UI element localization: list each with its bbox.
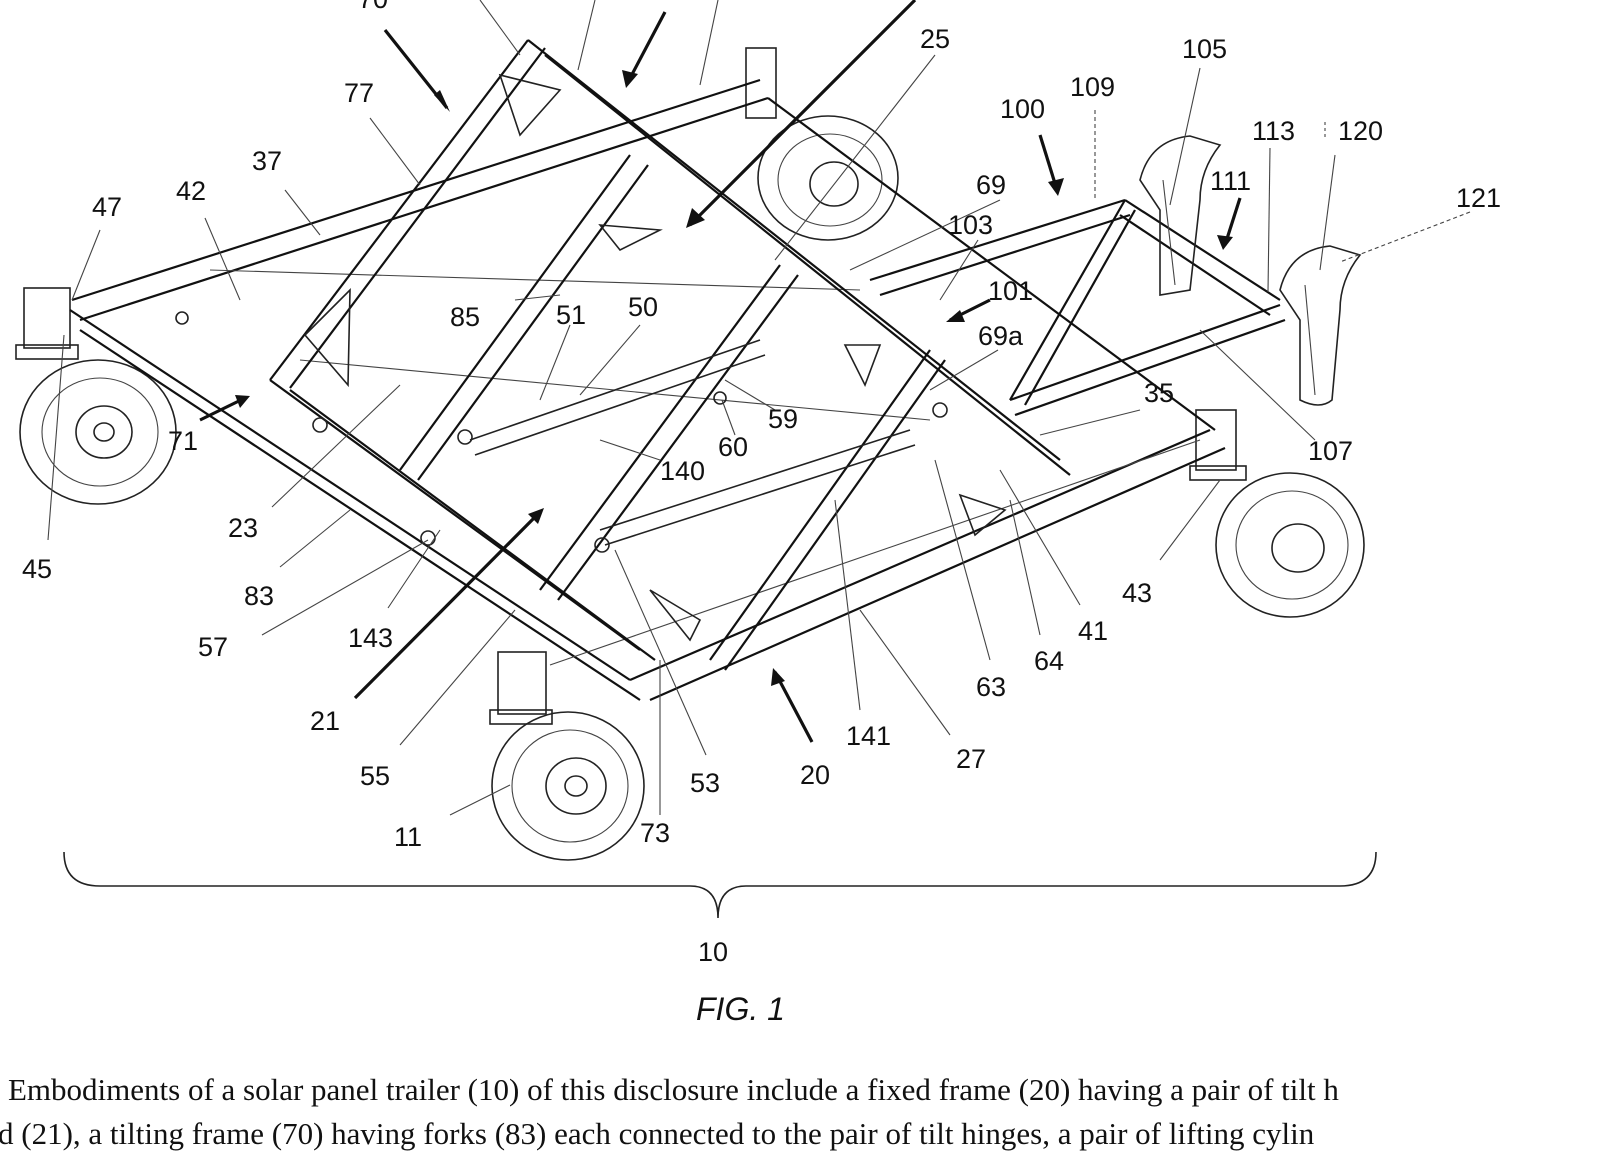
ref-101: 101	[988, 276, 1033, 306]
ref-41: 41	[1078, 616, 1108, 646]
ref-109: 109	[1070, 72, 1115, 102]
wheel-front-left	[492, 712, 644, 860]
description-line-2: d (21), a tilting frame (70) having fork…	[0, 1112, 1612, 1154]
description-line-1: Embodiments of a solar panel trailer (10…	[0, 1068, 1612, 1112]
ref-55: 55	[360, 761, 390, 791]
ref-42: 42	[176, 176, 206, 206]
ref-77: 77	[344, 78, 374, 108]
ref-140: 140	[660, 456, 705, 486]
ref-35: 35	[1144, 378, 1174, 408]
wheel-front-right	[1216, 473, 1364, 617]
ref-69: 69	[976, 170, 1006, 200]
ref-45: 45	[22, 554, 52, 584]
ref-85: 85	[450, 302, 480, 332]
ref-64: 64	[1034, 646, 1064, 676]
ref-111: 111	[1210, 166, 1251, 196]
ref-63: 63	[976, 672, 1006, 702]
ref-100: 100	[1000, 94, 1045, 124]
ref-51: 51	[556, 300, 586, 330]
ref-50: 50	[628, 292, 658, 322]
ref-143: 143	[348, 623, 393, 653]
ref-23: 23	[228, 513, 258, 543]
ref-107: 107	[1308, 436, 1353, 466]
ref-60: 60	[718, 432, 748, 462]
description-paragraph: Embodiments of a solar panel trailer (10…	[0, 1068, 1612, 1154]
ref-69a: 69a	[978, 321, 1024, 351]
ref-27: 27	[956, 744, 986, 774]
ref-103: 103	[948, 210, 993, 240]
ref-57: 57	[198, 632, 228, 662]
ref-37: 37	[252, 146, 282, 176]
ref-73: 73	[640, 818, 670, 848]
ref-59: 59	[768, 404, 798, 434]
reference-numerals: 70 77 37 42 47 45 71 23 83 57 143 21 55 …	[22, 0, 1501, 967]
ref-121: 121	[1456, 183, 1501, 213]
ref-113: 113	[1252, 116, 1295, 146]
lifting-cylinders	[176, 312, 947, 552]
caster-posts	[16, 48, 1246, 724]
ref-83: 83	[244, 581, 274, 611]
figure-caption: FIG. 1	[696, 991, 785, 1027]
ref-20: 20	[800, 760, 830, 790]
assembly-label-10: 10	[698, 937, 728, 967]
ref-105: 105	[1182, 34, 1227, 64]
wheel-rear-left	[20, 360, 176, 504]
ref-120: 120	[1338, 116, 1383, 146]
assembly-brace	[64, 852, 1376, 918]
ref-47: 47	[92, 192, 122, 222]
tilting-frame	[270, 40, 1070, 670]
ref-141: 141	[846, 721, 891, 751]
ref-71: 71	[168, 426, 198, 456]
ref-70: 70	[358, 0, 388, 14]
ref-25: 25	[920, 24, 950, 54]
ref-53: 53	[690, 768, 720, 798]
ref-21: 21	[310, 706, 340, 736]
ref-43: 43	[1122, 578, 1152, 608]
ref-11: 11	[394, 822, 422, 852]
